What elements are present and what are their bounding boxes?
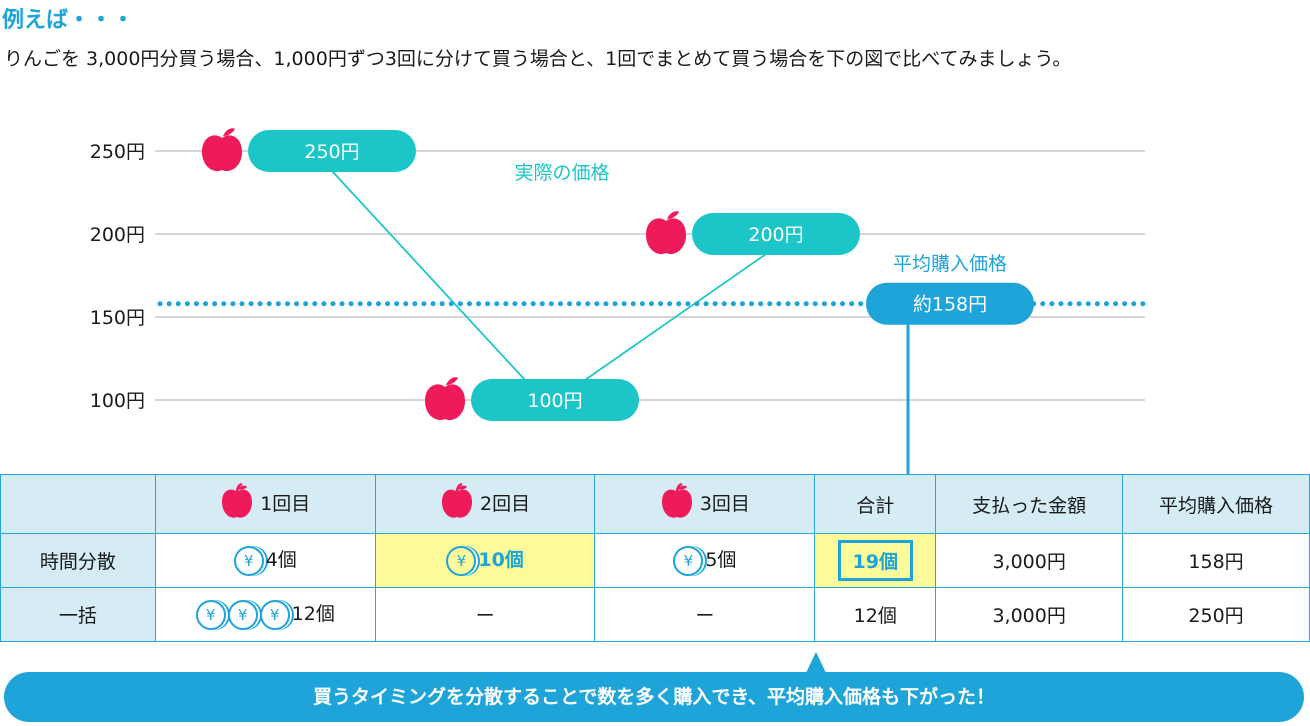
conclusion-banner: 買うタイミングを分散することで数を多く購入でき、平均購入価格も下がった！	[4, 672, 1304, 722]
yen-coin-icon: ¥	[195, 599, 226, 630]
table-cell: ¥¥¥12個	[154, 587, 376, 642]
apple-icon	[440, 482, 474, 526]
table-row: 一括 ¥¥¥12個 ー ー 12個 3,000円 250円	[0, 587, 1310, 642]
table-cell: 3,000円	[935, 533, 1124, 588]
table-cell: ¥5個	[594, 533, 816, 588]
table-cell: ー	[594, 587, 816, 642]
comparison-table: 1回目 2回目 3回目 合計 支払った金額 平均購入価格 時間分散 ¥4個 ¥1…	[0, 474, 1310, 642]
table-cell: 3,000円	[935, 587, 1124, 642]
banner-pointer	[806, 652, 826, 673]
table-cell: ¥4個	[154, 533, 376, 588]
yen-coin-icon: ¥	[446, 545, 477, 576]
data-label: 200円	[748, 224, 803, 246]
price-chart: 250円 200円 150円 100円 約158円 平均購入価格 実際の価格 250円 100円…	[90, 128, 1148, 474]
yen-coin-icon: ¥	[233, 545, 264, 576]
series-line	[584, 253, 767, 381]
header-empty	[0, 474, 156, 534]
apple-icon	[220, 482, 254, 526]
y-tick-label: 200円	[90, 224, 145, 246]
table-cell: 158円	[1122, 533, 1310, 588]
data-point-pill	[692, 213, 860, 255]
series-name-label: 実際の価格	[514, 162, 609, 184]
average-pill	[866, 282, 1034, 325]
table-cell: ー	[374, 587, 596, 642]
data-point-pill	[471, 379, 639, 421]
table-row: 時間分散 ¥4個 ¥10個 ¥5個 19個 3,000円 158円	[0, 533, 1310, 588]
yen-coin-icon: ¥	[227, 599, 258, 630]
apple-icon	[660, 482, 694, 526]
apple-leaf	[223, 128, 235, 136]
table-cell: ¥10個	[374, 533, 596, 588]
table-header-row: 1回目 2回目 3回目 合計 支払った金額 平均購入価格	[0, 474, 1310, 534]
yen-coin-icon: ¥	[259, 599, 290, 630]
row-label: 時間分散	[0, 533, 156, 588]
header-paid: 支払った金額	[935, 474, 1124, 534]
y-tick-label: 100円	[90, 390, 145, 412]
average-title: 平均購入価格	[893, 253, 1007, 275]
average-label: 約158円	[913, 294, 987, 316]
intro-text: りんごを 3,000円分買う場合、1,000円ずつ3回に分けて買う場合と、1回で…	[4, 48, 1072, 70]
apple-icon	[425, 384, 465, 421]
y-tick-label: 250円	[90, 141, 145, 163]
apple-icon	[202, 135, 242, 172]
data-label: 100円	[527, 390, 582, 412]
apple-leaf	[667, 211, 679, 219]
header-round-3: 3回目	[594, 474, 816, 534]
header-average: 平均購入価格	[1122, 474, 1310, 534]
table-cell-total: 19個	[814, 533, 937, 588]
table-cell: 12個	[814, 587, 937, 642]
yen-coin-icon: ¥	[673, 545, 704, 576]
row-label: 一括	[0, 587, 156, 642]
heading: 例えば・・・	[2, 8, 135, 33]
y-tick-label: 150円	[90, 307, 145, 329]
apple-icon	[646, 218, 686, 255]
series-line	[331, 170, 526, 381]
header-total: 合計	[814, 474, 937, 534]
header-round-1: 1回目	[154, 474, 376, 534]
data-point-pill	[248, 130, 416, 172]
data-label: 250円	[304, 141, 359, 163]
table-cell: 250円	[1122, 587, 1310, 642]
apple-leaf	[446, 377, 458, 385]
header-round-2: 2回目	[374, 474, 596, 534]
